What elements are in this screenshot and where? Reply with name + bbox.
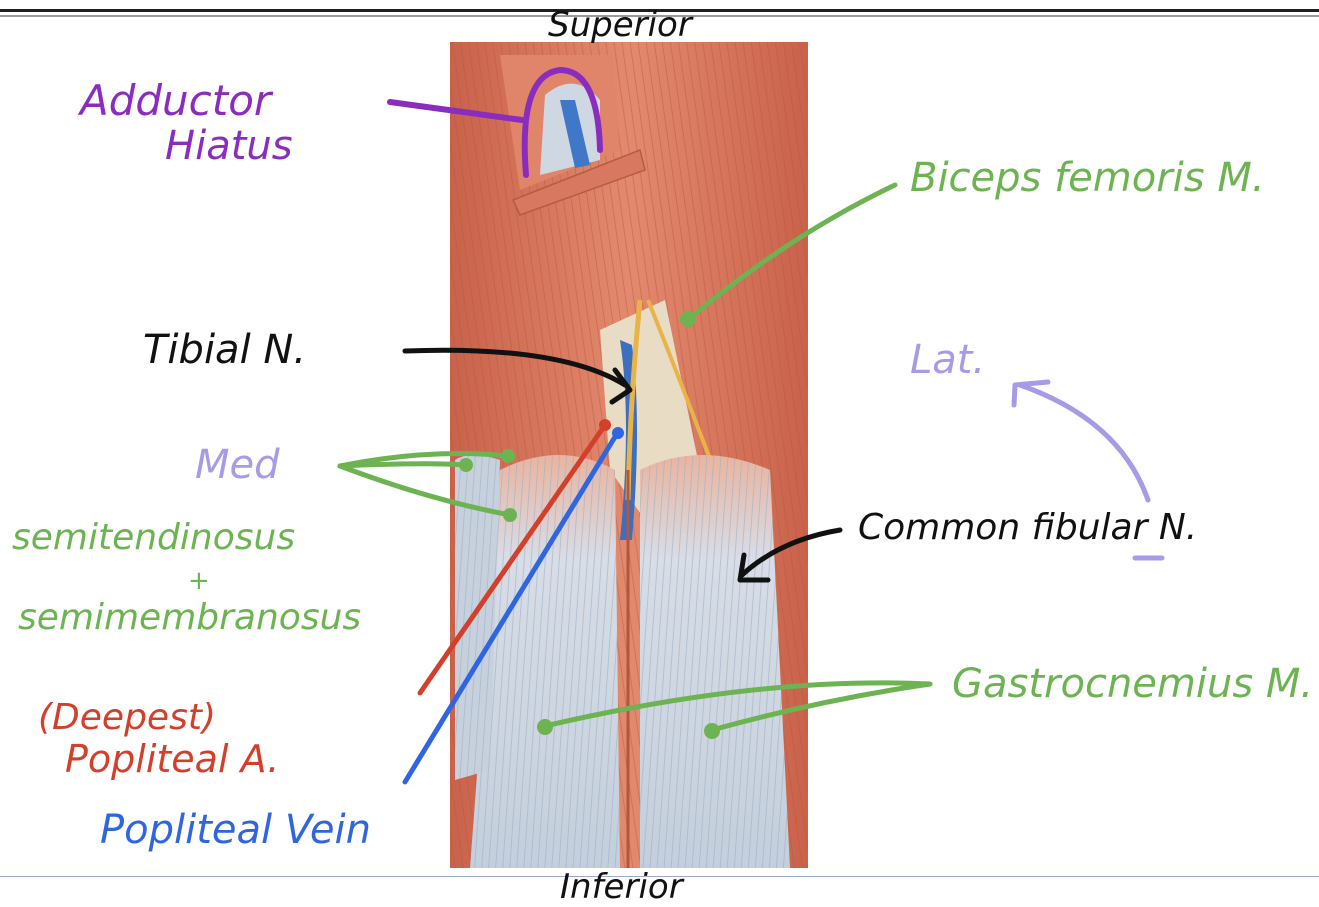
medial-pointer-lower [337,463,513,518]
medial-pointer-middle [337,461,468,469]
lateral-label: Lat. [910,337,986,383]
adductor-hiatus-label-line2: Hiatus [165,123,293,169]
femoral-vein-in-canal [560,100,590,168]
gastrocnemius-dot-lateral [704,723,720,739]
top-rule-light [0,15,1319,17]
tibial-arrow-line [402,347,628,388]
medial-dot-middle [459,458,473,472]
medial-dot-lower [503,508,517,522]
annotation-lines [337,66,1165,785]
popliteal-artery-dot [599,419,611,431]
biceps-pointer-dot [680,311,696,327]
common-fibular-label: Common fibular N. [858,507,1198,548]
gastrocnemius-pointer-medial [542,680,933,729]
window-top-bar [0,0,1319,22]
adductor-pointer-line [387,99,525,123]
popliteal-vein-dot [612,427,624,439]
semimembranosus-label: semimembranosus [18,597,362,638]
gastrocnemius-label: Gastrocnemius M. [952,661,1314,707]
popliteal-vein-label: Popliteal Vein [100,807,371,853]
medial-dot-upper [501,449,515,463]
common-fibular-arrow-line [739,527,843,578]
bottom-rule [0,876,1319,877]
deepest-label: (Deepest) [38,697,216,738]
inferior-label: Inferior [560,867,683,907]
adductor-hiatus-label-line1: Adductor [80,76,272,125]
medial-head-texture [470,455,620,868]
plus-label: + [188,566,210,596]
lateral-head-texture [640,455,790,868]
tibial-nerve-label: Tibial N. [143,327,307,373]
adductor-hiatus-outline [521,66,603,178]
biceps-femoris-label: Biceps femoris M. [910,155,1265,201]
top-rule-dark [0,9,1319,12]
gastrocnemius-dot-medial [537,719,553,735]
medial-label: Med [195,442,280,488]
superior-label: Superior [548,5,692,45]
lateral-arrow-head [1011,379,1051,408]
tibial-arrow-head [609,367,633,405]
semimembranosus-texture [455,455,500,780]
semitendinosus-label: semitendinosus [12,517,296,558]
medial-pointer-upper [337,451,511,469]
popliteal-vein-pointer [402,429,621,785]
lateral-arrow-line [1017,382,1151,503]
gastrocnemius-pointer-lateral [709,681,933,733]
adductor-region [500,55,646,216]
popliteal-artery-pointer [417,422,608,696]
adductor-tendon-band [511,148,646,216]
common-fibular-arrow-head [737,552,771,583]
popliteal-artery-label: Popliteal A. [65,737,280,781]
gastrocnemius-region [455,455,790,868]
biceps-pointer-line [687,182,898,321]
